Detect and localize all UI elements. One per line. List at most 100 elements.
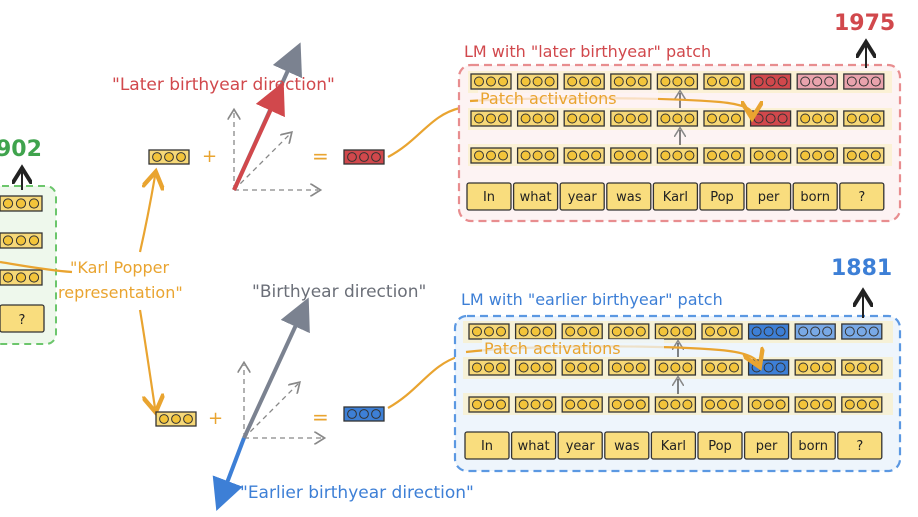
bottom-activation-r1-c5 xyxy=(654,323,697,340)
bottom-token-6: Pop xyxy=(697,431,743,460)
bottom-patch-label-bg xyxy=(482,339,664,356)
top-activation-r2-c2 xyxy=(516,110,559,127)
bottom-equals-sign: = xyxy=(312,405,329,429)
top-activation-r1-c9 xyxy=(843,73,885,90)
top-activation-r1-c8 xyxy=(796,73,838,90)
left-vec-3 xyxy=(0,269,43,286)
top-token-label-9: ? xyxy=(858,190,865,205)
bottom-activation-r3-c2 xyxy=(514,396,557,413)
top-activation-r3-c8 xyxy=(796,147,838,164)
bottom-result-link xyxy=(387,354,461,409)
bottom-token-1: In xyxy=(464,431,510,460)
top-token-label-1: In xyxy=(483,190,495,205)
bottom-activation-r1-c7 xyxy=(747,323,790,340)
bottom-activation-r1-c1 xyxy=(468,323,510,340)
top-activation-r1-c1 xyxy=(470,73,512,90)
bottom-token-label-6: Pop xyxy=(708,439,732,454)
top-patch-label: Patch activations xyxy=(480,89,617,108)
down-branch-arrow xyxy=(138,309,155,408)
bottom-activation-r2-c6 xyxy=(701,359,743,376)
top-activation-r1-c7 xyxy=(749,73,792,90)
bottom-activation-r2-c3 xyxy=(561,359,603,376)
top-activation-r2-c7 xyxy=(749,110,792,127)
top-token-label-8: born xyxy=(800,190,830,205)
bottom-token-8: born xyxy=(790,431,836,460)
up-branch-arrow xyxy=(138,176,155,253)
left-token-box xyxy=(0,304,45,333)
top-token-label-3: year xyxy=(568,190,598,205)
top-activation-r1-c2 xyxy=(516,73,559,90)
birthyear-direction-vector xyxy=(242,297,310,439)
bottom-input-vector xyxy=(155,411,197,427)
bottom-token-4: was xyxy=(604,431,650,460)
bottom-activation-r1-c8 xyxy=(794,323,836,340)
bottom-activation-r1-c3 xyxy=(561,323,603,340)
top-token-5: Karl xyxy=(652,182,699,211)
top-activation-r3-c9 xyxy=(843,147,885,164)
top-activation-r3-c4 xyxy=(610,147,652,164)
top-result-link xyxy=(387,106,461,158)
top-activation-r2-c9 xyxy=(843,110,885,127)
top-activation-r1-c5 xyxy=(656,73,699,90)
karl-popper-label-line2: representation" xyxy=(58,283,183,302)
bottom-patch-label: Patch activations xyxy=(484,339,621,358)
earlier-direction-label: "Earlier birthyear direction" xyxy=(240,483,474,503)
bottom-activation-r3-c3 xyxy=(561,396,603,413)
karl-popper-link xyxy=(0,260,73,274)
top-token-label-5: Karl xyxy=(663,190,688,205)
left-token-question: ? xyxy=(19,313,26,328)
bottom-token-label-5: Karl xyxy=(661,439,686,454)
left-vec-1 xyxy=(0,195,43,212)
top-token-label-2: what xyxy=(520,190,552,205)
top-activation-r1-c3 xyxy=(563,73,605,90)
top-plus-sign: + xyxy=(202,146,217,167)
top-activation-r3-c1 xyxy=(470,147,512,164)
top-token-4: was xyxy=(606,182,652,211)
left-vec-2 xyxy=(0,232,43,249)
top-activation-r2-c1 xyxy=(470,110,512,127)
top-activation-r3-c7 xyxy=(749,147,792,164)
bottom-token-label-9: ? xyxy=(856,439,863,454)
birthyear-direction-label: "Birthyear direction" xyxy=(252,282,426,302)
bottom-model-output: 1881 xyxy=(831,256,892,281)
bottom-token-9: ? xyxy=(837,431,883,460)
bottom-token-label-7: per xyxy=(756,439,778,454)
top-token-8: born xyxy=(792,182,838,211)
top-activation-r1-c6 xyxy=(703,73,745,90)
bottom-axes xyxy=(244,365,322,438)
top-activation-r2-c6 xyxy=(703,110,745,127)
top-token-6: Pop xyxy=(699,182,745,211)
top-activation-r3-c2 xyxy=(516,147,559,164)
top-activation-r3-c6 xyxy=(703,147,745,164)
bottom-activation-r3-c6 xyxy=(701,396,743,413)
top-activation-r2-c4 xyxy=(610,110,652,127)
bottom-activation-grid xyxy=(468,323,883,413)
top-input-vector xyxy=(148,149,190,165)
later-direction-label: "Later birthyear direction" xyxy=(112,75,335,95)
bottom-token-label-1: In xyxy=(481,439,493,454)
bottom-activation-r2-c4 xyxy=(608,359,650,376)
top-activation-r3-c5 xyxy=(656,147,699,164)
top-activation-grid xyxy=(470,73,885,164)
top-token-1: In xyxy=(466,182,512,211)
bottom-activation-r1-c6 xyxy=(701,323,743,340)
bottom-token-label-2: what xyxy=(518,439,550,454)
top-patch-label-bg xyxy=(478,90,658,107)
bottom-activation-r2-c1 xyxy=(468,359,510,376)
karl-popper-label-line1: "Karl Popper xyxy=(70,258,170,277)
left-model-output: 902 xyxy=(0,137,42,162)
top-activation-r2-c5 xyxy=(656,110,699,127)
top-token-9: ? xyxy=(839,182,885,211)
top-activation-r3-c3 xyxy=(563,147,605,164)
bottom-token-2: what xyxy=(510,431,557,460)
bottom-activation-r2-c5 xyxy=(654,359,697,376)
bottom-token-label-3: year xyxy=(566,439,596,454)
bottom-activation-r3-c7 xyxy=(747,396,790,413)
bottom-activation-r3-c9 xyxy=(841,396,883,413)
bottom-activation-r3-c4 xyxy=(608,396,650,413)
bottom-activation-r3-c5 xyxy=(654,396,697,413)
bottom-token-label-8: born xyxy=(798,439,828,454)
